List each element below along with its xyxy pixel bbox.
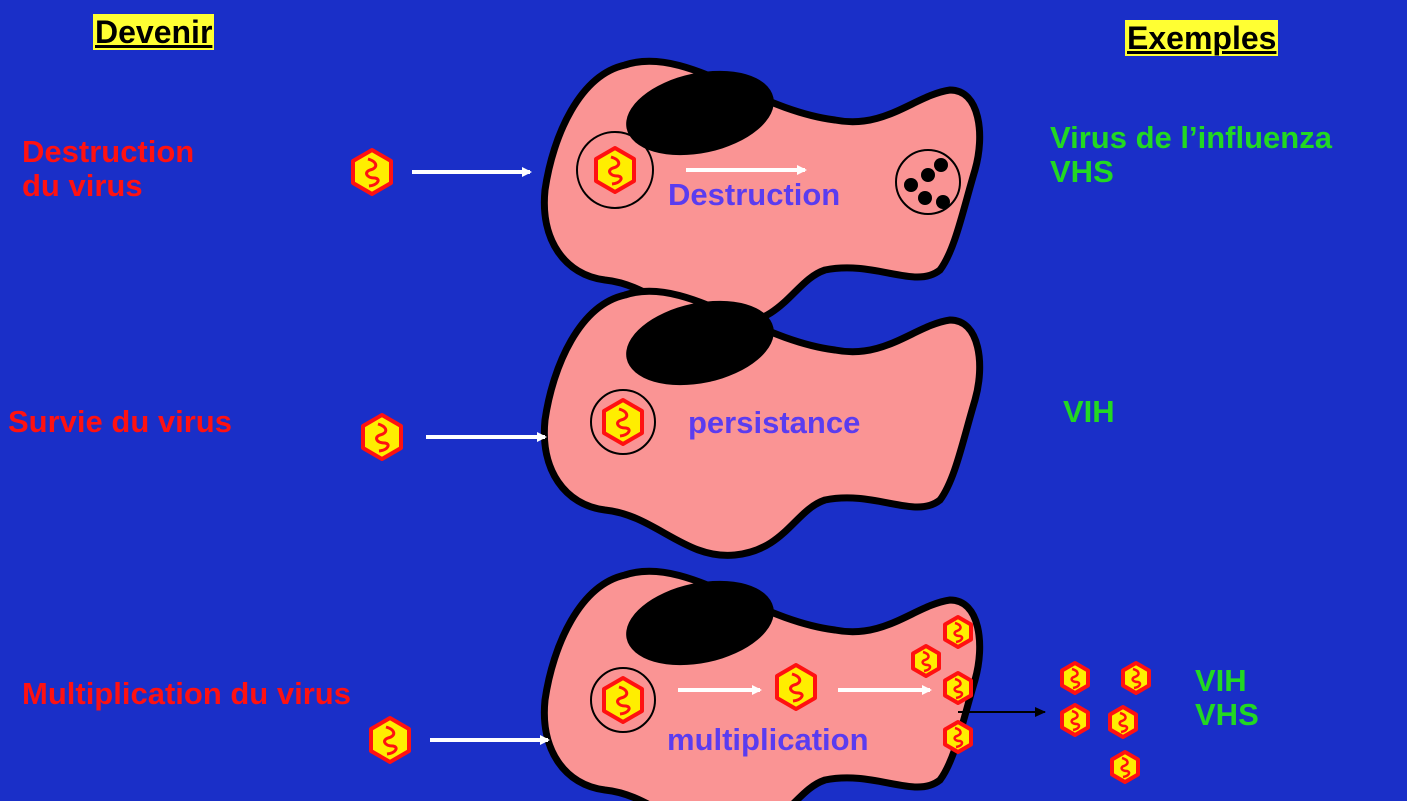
virus-icon bbox=[596, 148, 634, 192]
virus-icon bbox=[371, 718, 409, 762]
virus-icon bbox=[945, 617, 971, 647]
virus-icon bbox=[945, 722, 971, 752]
virus-icon bbox=[1062, 705, 1088, 735]
cell-label-destruction: Destruction bbox=[668, 177, 840, 212]
cell-label-multiplication: multiplication bbox=[667, 722, 869, 757]
virus-fragment bbox=[936, 195, 950, 209]
virus-icon bbox=[353, 150, 391, 194]
virus-icon bbox=[777, 665, 815, 709]
virus-fragment bbox=[921, 168, 935, 182]
virus-fragment bbox=[904, 178, 918, 192]
virus-icon bbox=[1123, 663, 1149, 693]
virus-icon bbox=[1110, 707, 1136, 737]
cell-label-persistence: persistance bbox=[688, 405, 860, 440]
virus-fragment bbox=[934, 158, 948, 172]
virus-fragment bbox=[918, 191, 932, 205]
virus-icon bbox=[604, 400, 642, 444]
virus-icon bbox=[604, 678, 642, 722]
virus-icon bbox=[913, 646, 939, 676]
virus-icon bbox=[363, 415, 401, 459]
virus-icon bbox=[945, 673, 971, 703]
virus-icon bbox=[1112, 752, 1138, 782]
virus-icon bbox=[1062, 663, 1088, 693]
